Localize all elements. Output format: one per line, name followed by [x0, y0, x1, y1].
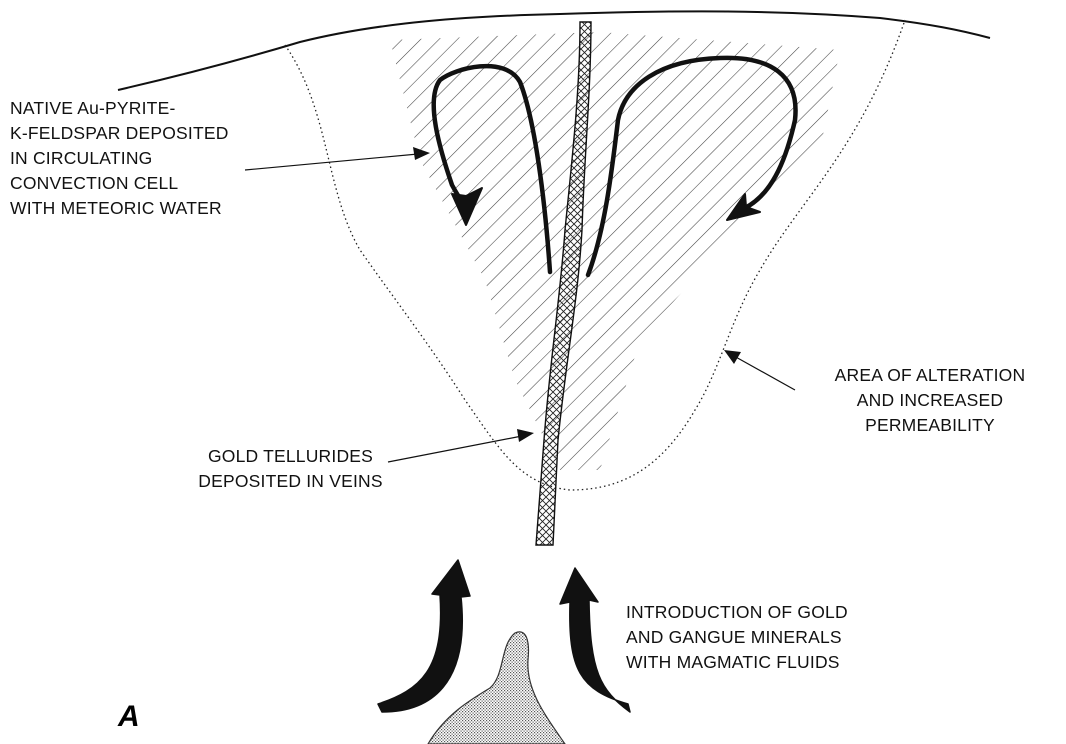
convection-label-line-3: IN CIRCULATING	[10, 146, 229, 171]
convection-label-line-4: CONVECTION CELL	[10, 171, 229, 196]
convection-label-line-5: WITH METEORIC WATER	[10, 196, 229, 221]
panel-letter: A	[118, 700, 140, 734]
convection-label-pointer	[245, 147, 430, 170]
tellurides-label-pointer	[388, 429, 534, 462]
magmatic-fluids-label: INTRODUCTION OF GOLD AND GANGUE MINERALS…	[626, 600, 848, 675]
alteration-area-label: AREA OF ALTERATION AND INCREASED PERMEAB…	[800, 363, 1060, 438]
alteration-label-line-3: PERMEABILITY	[800, 413, 1060, 438]
convection-label-line-1: NATIVE Au-PYRITE-	[10, 96, 229, 121]
magmatic-label-line-1: INTRODUCTION OF GOLD	[626, 600, 848, 625]
convection-cell-label: NATIVE Au-PYRITE- K-FELDSPAR DEPOSITED I…	[10, 96, 229, 221]
convection-label-line-2: K-FELDSPAR DEPOSITED	[10, 121, 229, 146]
tellurides-label-line-1: GOLD TELLURIDES	[178, 444, 403, 469]
left-magmatic-fluid-arrow	[378, 560, 470, 712]
magmatic-label-line-3: WITH MAGMATIC FLUIDS	[626, 650, 848, 675]
right-magmatic-fluid-arrow	[560, 568, 630, 712]
tellurides-label-line-2: DEPOSITED IN VEINS	[178, 469, 403, 494]
gold-tellurides-label: GOLD TELLURIDES DEPOSITED IN VEINS	[178, 444, 403, 494]
alteration-label-line-2: AND INCREASED	[800, 388, 1060, 413]
magmatic-label-line-2: AND GANGUE MINERALS	[626, 625, 848, 650]
alteration-label-pointer	[724, 350, 795, 390]
hatched-convection-zone	[380, 20, 860, 480]
alteration-label-line-1: AREA OF ALTERATION	[800, 363, 1060, 388]
